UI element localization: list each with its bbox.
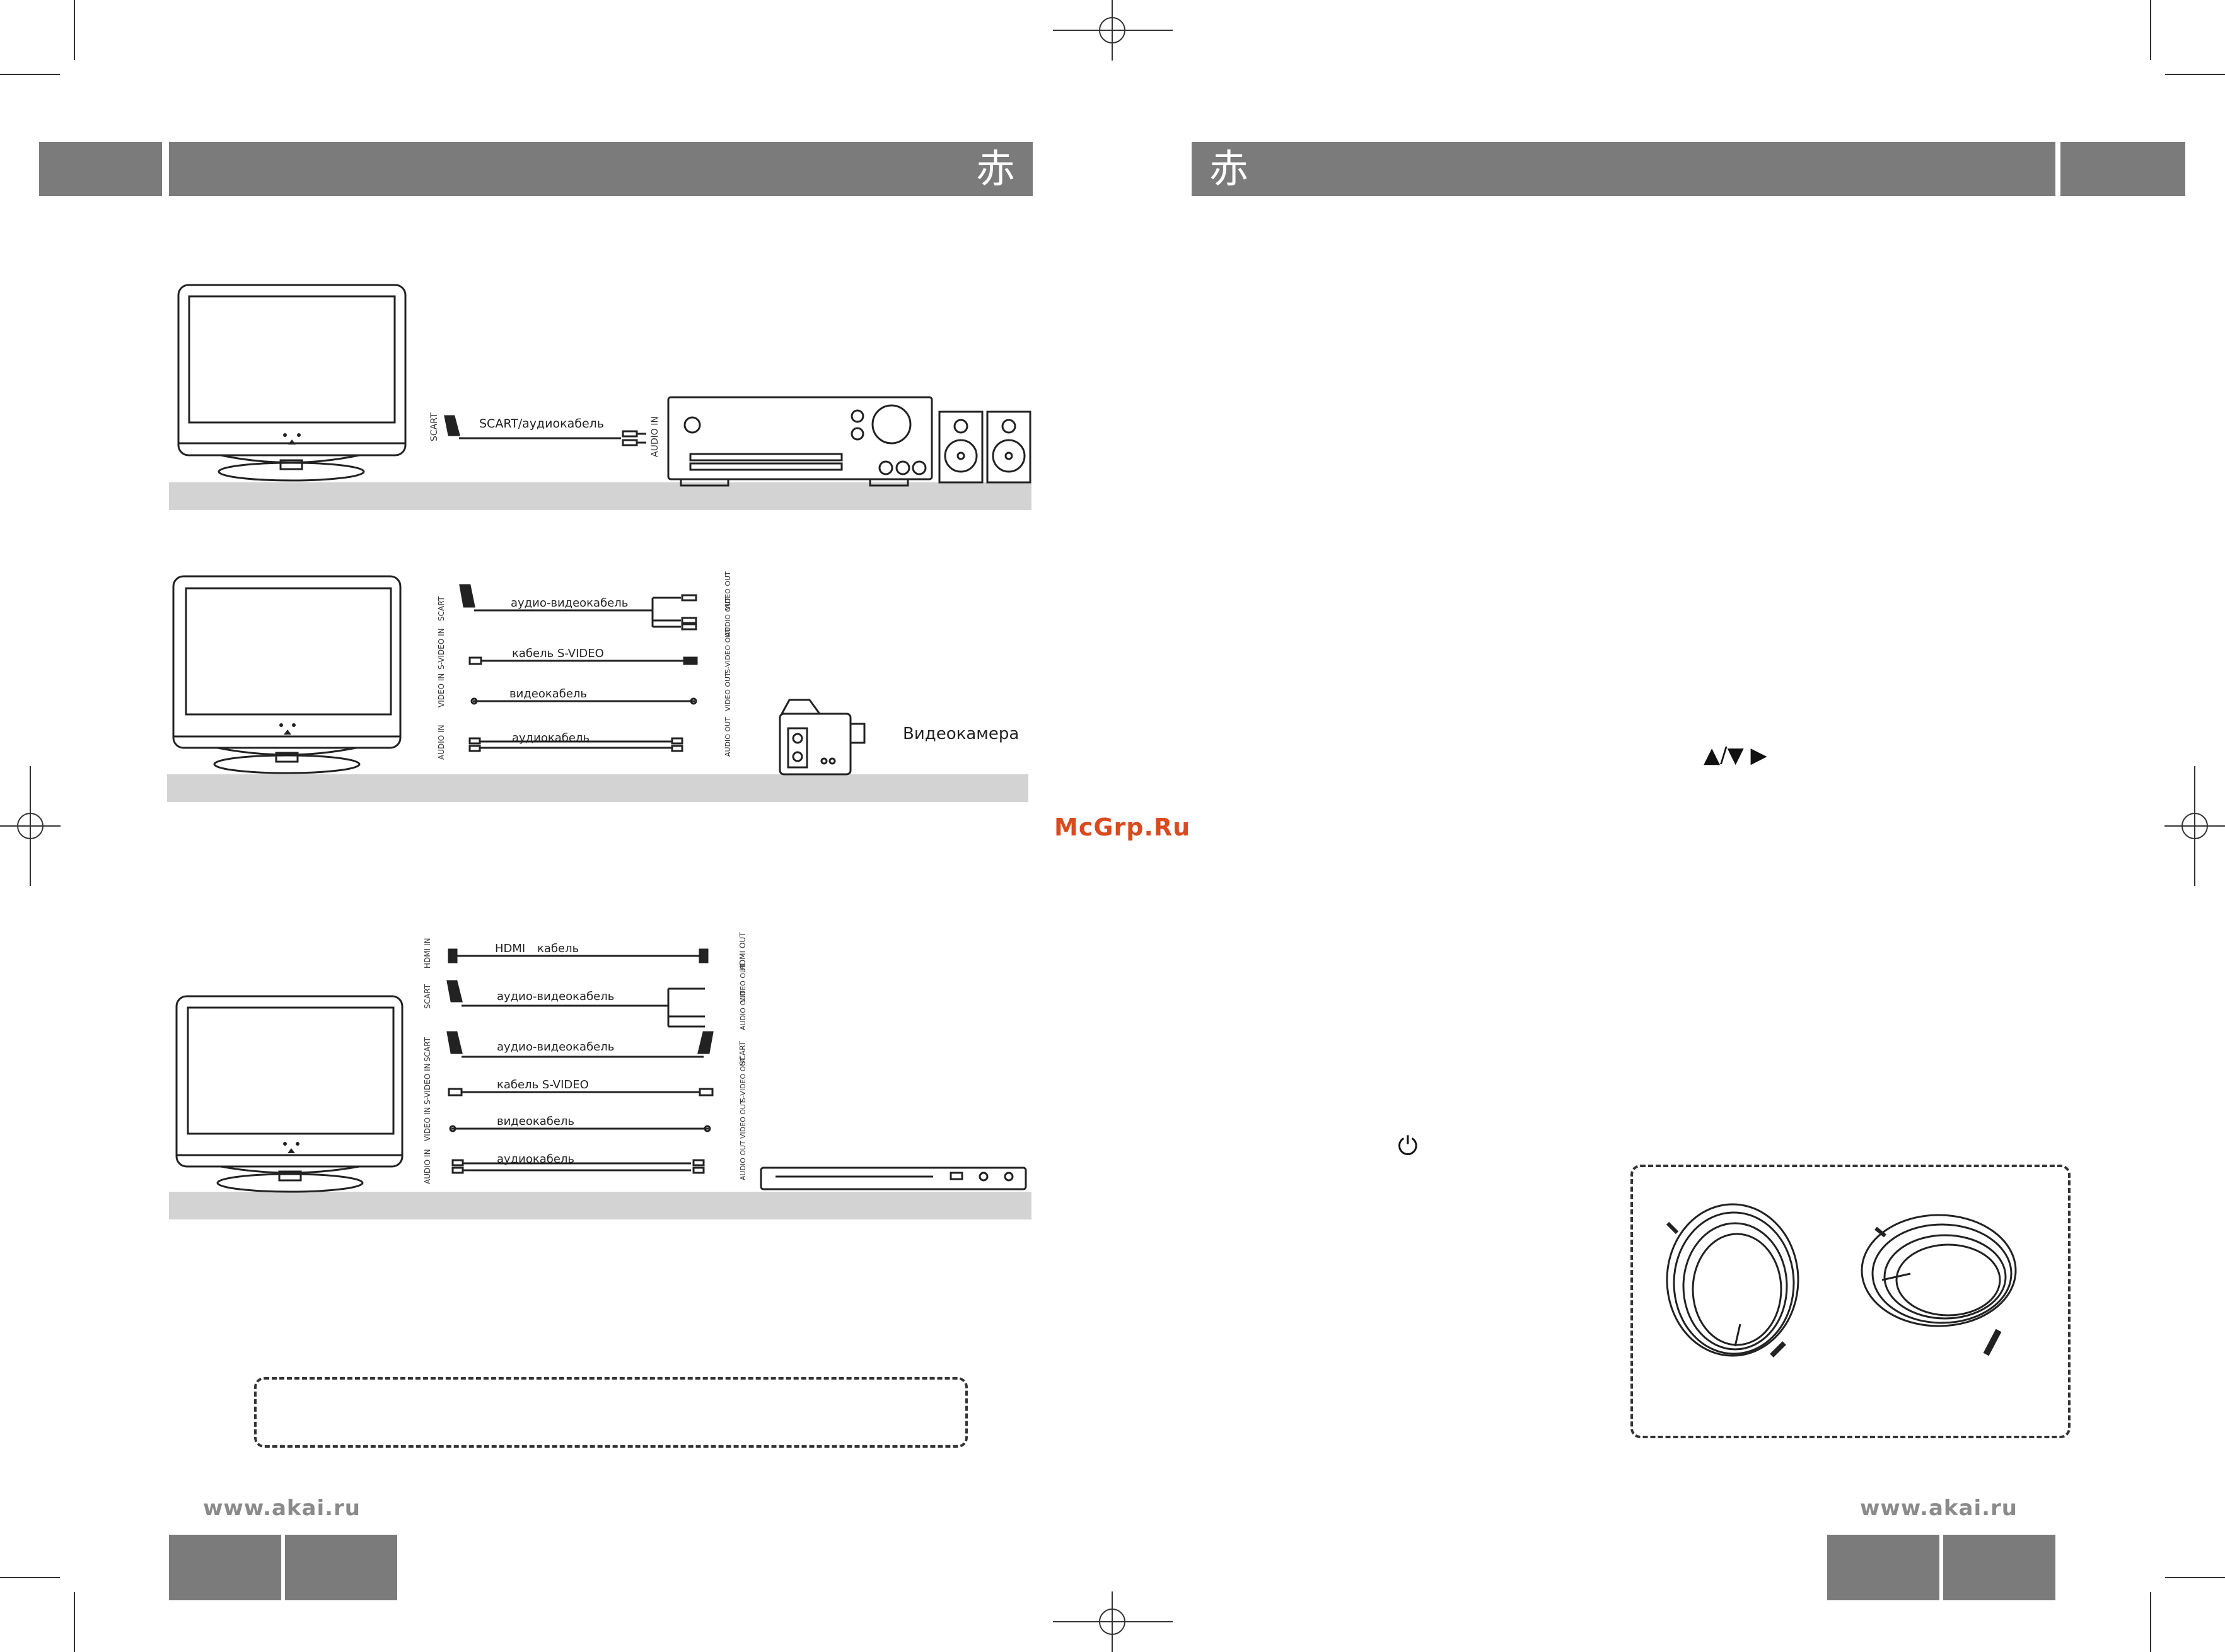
d3-audio-out-label-2: AUDIO OUT [739,1141,747,1180]
right-footer-tab-2 [1943,1535,2055,1600]
left-footer-tab-2 [285,1535,397,1600]
watermark: McGrp.Ru [1054,813,1191,841]
d3-video-out-label: VIDEO OUT [739,963,747,1003]
d3-video-cable-label: видеокабель [497,1115,574,1128]
d3-scart-label: SCART [423,984,432,1009]
d2-video-out-label-2: VIDEO OUT [724,672,732,711]
d3-video-in-label: VIDEO IN [423,1107,432,1141]
d3-scart-out-label: SCART [738,1040,747,1066]
d3-hdmi-in-label: HDMI IN [423,938,432,969]
d3-video-out-label-2: VIDEO OUT [739,1100,747,1139]
accessories-cables [1666,1203,2017,1358]
d2-audio-out-label: AUDIO OUT [724,597,732,637]
d1-scart-label: SCART [429,412,439,441]
left-header-tab [39,142,162,196]
d3-av-cable2-label: аудио-видеокабель [497,1040,614,1054]
d2-svideo-out-label: S-VIDEO OUT [724,628,732,673]
d2-audio-out-label-2: AUDIO OUT [724,717,732,757]
d2-av-cable-label: аудио-видеокабель [511,596,628,610]
d2-scart-label: SCART [437,596,446,621]
d3-hdmi-out-label: HDMI OUT [738,932,747,971]
left-header-glyph: 赤 [975,146,1015,192]
d3-scart-label-2: SCART [423,1037,432,1062]
d3-av-cable-label: аудио-видеокабель [497,990,614,1003]
nav-arrows-icon: ▲/▼ ▶ [1704,743,1767,768]
d2-video-in-label: VIDEO IN [437,673,446,707]
diagram-tv-dvd: HDMI IN SCART SCART S-VIDEO IN VIDEO IN … [175,932,1027,1193]
left-footer-url[interactable]: www.akai.ru [203,1496,361,1521]
camcorder [779,713,852,776]
d1-audio-in-label: AUDIO IN [650,416,660,457]
shelf-3 [169,1192,1031,1219]
right-header-tab [2060,142,2185,196]
diagram-tv-receiver: SCART SCART/аудиокабель AUDIO IN [177,284,1031,487]
d2-audio-in-label: AUDIO IN [437,724,446,760]
d3-svideo-out-label: S-VIDEO OUT [739,1057,747,1102]
d3-svideo-in-label: S-VIDEO IN [423,1063,432,1105]
dvd-player [760,1166,1027,1190]
power-icon: ⏻ [1398,1132,1418,1161]
d3-svideo-cable-label: кабель S-VIDEO [497,1078,589,1091]
d3-audio-cable-label: аудиокабель [497,1153,574,1166]
right-header-bar: 赤 [1192,142,2055,196]
coiled-cable-1 [1666,1203,1799,1358]
d2-video-cable-label: видеокабель [509,687,587,701]
av-receiver [667,396,933,480]
coiled-cable-2 [1861,1214,2017,1356]
d3-audio-out-label: AUDIO OUT [739,991,747,1030]
tv-2 [172,575,402,749]
d2-camcorder-label: Видеокамера [903,724,1019,743]
accessories-box [1630,1165,2071,1438]
d2-video-out-label: VIDEO OUT [724,571,732,610]
d2-audio-cable-label: аудиокабель [512,731,590,745]
d3-hdmi-cable-label: HDMI [495,942,525,955]
left-header-bar: 赤 [169,142,1033,196]
speaker-left [938,410,984,484]
right-header-glyph: 赤 [1209,146,1249,192]
shelf-1 [169,482,1031,510]
d3-hdmi-cable-word: кабель [537,942,579,955]
d1-cable-label: SCART/аудиокабель [479,417,604,431]
d3-audio-in-label: AUDIO IN [423,1149,432,1184]
d2-svideo-cable-label: кабель S-VIDEO [512,647,604,660]
shelf-2 [167,774,1028,802]
speaker-right [986,410,1031,484]
left-note-box [254,1377,968,1448]
right-footer-tab-1 [1827,1535,1939,1600]
tv-1 [177,284,407,457]
right-footer-url[interactable]: www.akai.ru [1860,1496,2018,1521]
diagram-tv-camcorder: SCART S-VIDEO IN VIDEO IN AUDIO IN аудио… [172,571,1019,776]
d2-svideo-in-label: S-VIDEO IN [437,628,446,670]
tv-3 [175,995,404,1168]
left-footer-tab-1 [169,1535,281,1600]
